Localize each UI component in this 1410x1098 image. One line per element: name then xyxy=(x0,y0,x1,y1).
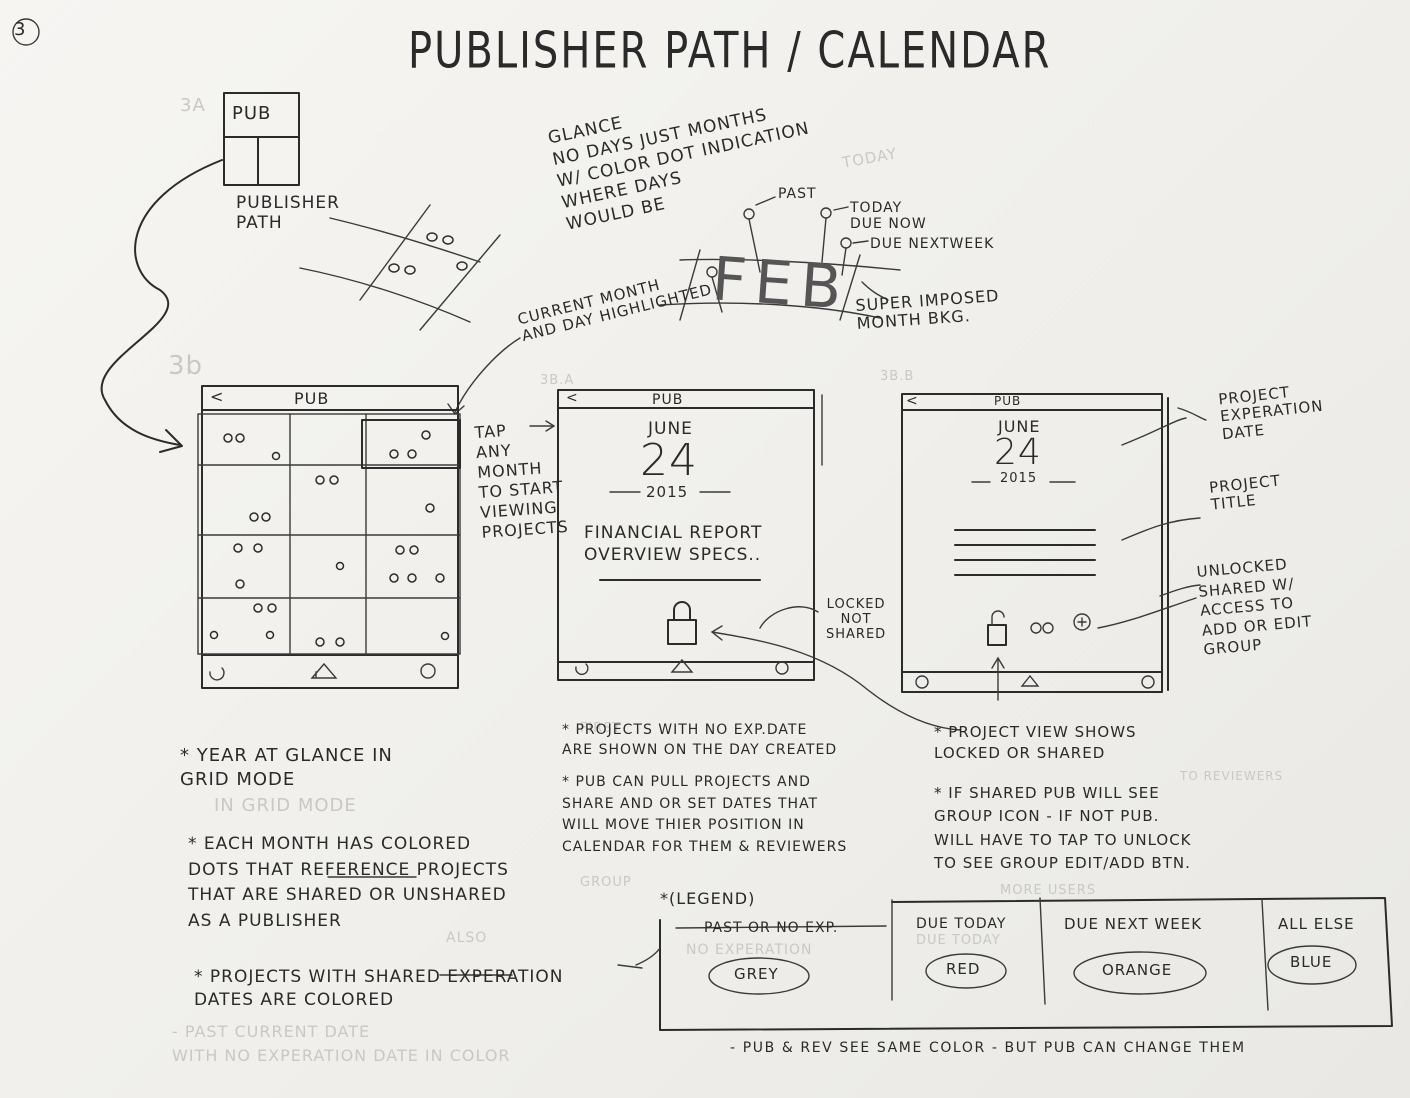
ghost-more-users: MORE USERS xyxy=(1000,883,1097,898)
sketch-3bb-title: PUB xyxy=(994,394,1022,408)
sketch-3bb-month: JUNE xyxy=(998,417,1041,436)
ghost-grid-mode: IN GRID MODE xyxy=(214,795,357,816)
pin-today-label: TODAY DUE NOW xyxy=(850,200,927,233)
sketch-3ba-day: 24 xyxy=(640,435,698,486)
sketch-3bb-back[interactable]: < xyxy=(906,393,919,409)
sketch-3ba-month: JUNE xyxy=(648,419,693,439)
legend-heading: *(LEGEND) xyxy=(660,889,756,908)
legend-color-grey: GREY xyxy=(734,965,779,983)
note-year-at-glance: * YEAR AT GLANCE IN GRID MODE xyxy=(180,745,393,791)
legend-label-due-today: DUE TODAY xyxy=(916,916,1007,932)
pin-next-week-label: DUE NEXTWEEK xyxy=(870,236,995,252)
page-title: PUBLISHER PATH / CALENDAR xyxy=(408,22,1052,80)
sketch-3a-box-label: PUB xyxy=(232,103,272,124)
footer-note: - PUB & REV SEE SAME COLOR - BUT PUB CAN… xyxy=(730,1040,1246,1056)
sketch-3ba-project-title: FINANCIAL REPORT OVERVIEW SPECS.. xyxy=(584,523,763,566)
note-if-shared: * IF SHARED PUB WILL SEE GROUP ICON - IF… xyxy=(934,784,1192,872)
sketch-3bb-label: 3b.B xyxy=(880,369,915,384)
page-number: 3 xyxy=(14,19,27,40)
legend-label-due-next-week: DUE NEXT WEEK xyxy=(1064,915,1203,933)
legend-color-blue: BLUE xyxy=(1290,953,1333,971)
sketch-3a-caption: PUBLISHER PATH xyxy=(236,193,340,233)
legend-label-all-else: ALL ELSE xyxy=(1278,915,1355,933)
sketch-3ba-year: 2015 xyxy=(646,483,689,501)
tap-note: TAP ANY MONTH TO START VIEWING PROJECTS xyxy=(473,420,570,542)
sketch-3bb-year: 2015 xyxy=(1000,471,1038,486)
ghost-also: ALSO xyxy=(446,930,488,946)
note-each-month: * EACH MONTH HAS COLORED DOTS THAT REFER… xyxy=(188,834,509,931)
legend-label-past: PAST OR NO EXP. xyxy=(704,920,839,936)
note-project-view-shows: * PROJECT VIEW SHOWS LOCKED OR SHARED xyxy=(934,723,1137,762)
ghost-to-reviewers: TO REVIEWERS xyxy=(1180,769,1284,783)
legend-color-red: RED xyxy=(946,960,981,978)
note-projects-colored: * PROJECTS WITH SHARED EXPERATION DATES … xyxy=(194,967,564,1010)
sketch-3b-label: 3b xyxy=(168,351,204,381)
note-no-exp-date: * PROJECTS WITH NO EXP.DATE ARE SHOWN ON… xyxy=(562,722,838,759)
sketch-3b-title: PUB xyxy=(294,389,330,408)
sketch-3ba-back[interactable]: < xyxy=(566,390,579,406)
ghost-group: GROUP xyxy=(580,875,632,890)
ghost-first: FIRST xyxy=(580,721,622,736)
sketch-3a-label: 3A xyxy=(180,95,206,116)
note-expiration-date: PROJECT EXPERATION DATE xyxy=(1217,383,1325,443)
sketch-3ba-title: PUB xyxy=(652,392,684,408)
legend-color-orange: ORANGE xyxy=(1102,961,1173,979)
sketch-3bb-day: 24 xyxy=(994,432,1042,473)
legend-ghost-past: NO EXPERATION xyxy=(686,942,813,958)
sketch-3ba-label: 3b.A xyxy=(540,373,575,388)
ghost-past-current: - PAST CURRENT DATE WITH NO EXPERATION D… xyxy=(172,1022,511,1065)
pin-past-label: PAST xyxy=(778,186,817,202)
sketch-3b-back[interactable]: < xyxy=(210,387,225,406)
locked-note: LOCKED NOT SHARED xyxy=(826,597,887,642)
month-background-letters: FEB xyxy=(709,244,852,324)
legend-ghost-due-today: DUE TODAY xyxy=(916,933,1001,948)
note-unlocked-shared: UNLOCKED SHARED W/ ACCESS TO ADD OR EDIT… xyxy=(1195,555,1313,659)
note-pub-can-pull: * PUB CAN PULL PROJECTS AND SHARE AND OR… xyxy=(562,774,848,856)
